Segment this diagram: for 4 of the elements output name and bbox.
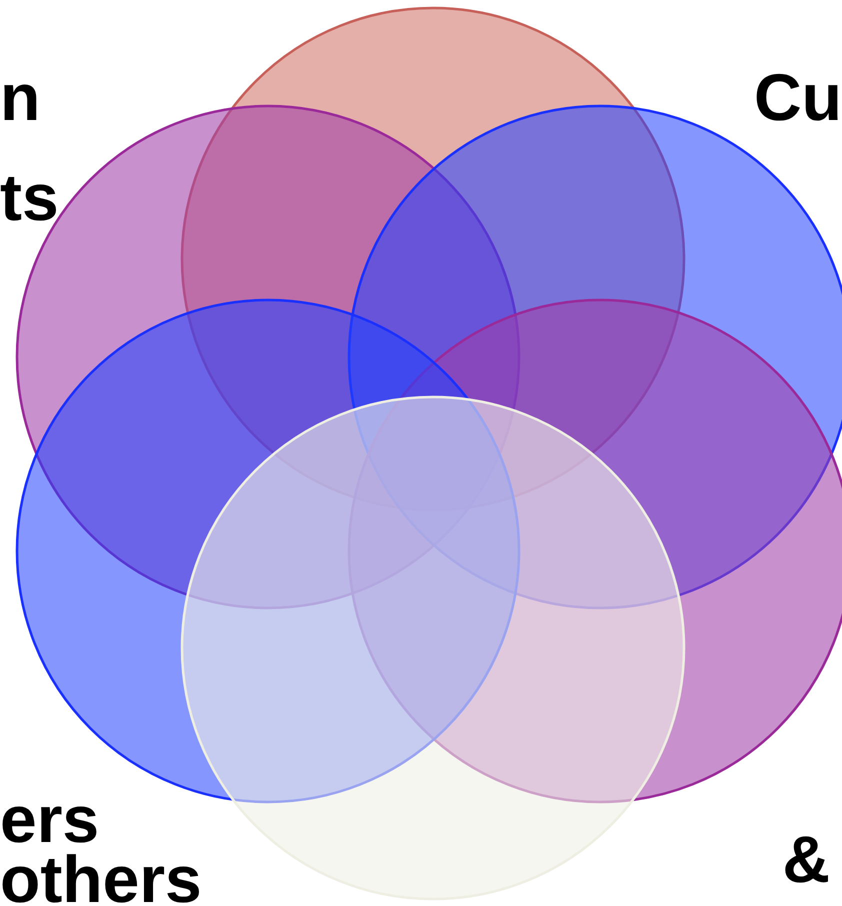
category-label: Cu xyxy=(754,64,842,130)
category-label: & xyxy=(782,826,830,892)
category-label: n xyxy=(0,64,40,130)
category-label: ts xyxy=(0,164,59,230)
